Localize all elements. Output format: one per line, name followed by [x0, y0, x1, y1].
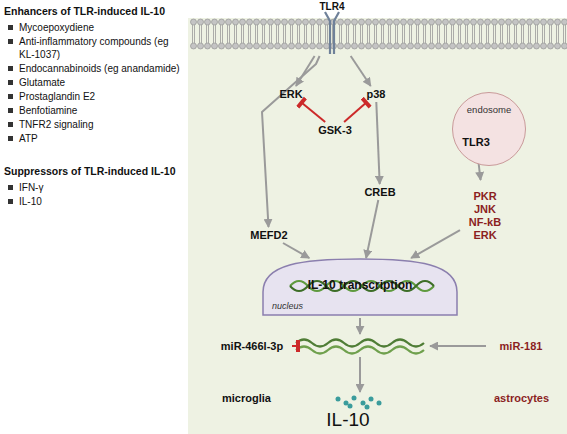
list-text: TNFR2 signaling: [19, 118, 93, 131]
transcription-factor: CREB: [358, 184, 402, 200]
node-text: JNK: [474, 203, 496, 216]
il10-molecules: [336, 396, 382, 410]
node-text: IL-10: [326, 409, 369, 431]
cell-type-label: microglia: [222, 392, 271, 404]
nucleus-dome: IL-10 transcription nucleus: [262, 258, 458, 316]
microrna-label: miR-181: [488, 338, 554, 354]
activation-arrow: [262, 56, 320, 227]
node-text: GSK-3: [318, 124, 352, 137]
list-text: Prostaglandin E2: [19, 90, 95, 103]
node-text: endosome: [467, 103, 511, 116]
enhancement-arrow: [430, 345, 486, 347]
inhibition-line: [292, 345, 299, 347]
list-item: Glutamate: [4, 76, 186, 89]
list-item: Prostaglandin E2: [4, 90, 186, 103]
bullet-square: [8, 39, 13, 44]
microrna-label: miR-466l-3p: [212, 338, 292, 354]
list-text: Mycoepoxydiene: [19, 21, 94, 34]
node-text: IL-10 transcription: [262, 279, 458, 292]
lipid-membrane: [190, 18, 567, 50]
node-text: TLR3: [462, 136, 490, 149]
list-item: ATP: [4, 132, 186, 145]
inhibition-connector: [344, 102, 367, 122]
kinase-label: ERK: [274, 86, 308, 102]
receptor-label: TLR4: [312, 0, 352, 56]
list-heading: Suppressors of TLR-induced IL-10: [4, 165, 186, 178]
node-text: nucleus: [272, 300, 303, 313]
cell-cytoplasm: [188, 18, 567, 434]
kinase-label: p38: [360, 86, 392, 102]
cytokine-label: IL-10: [316, 408, 380, 432]
transcription-factor: MEFD2: [244, 227, 294, 243]
node-text: PKR: [473, 190, 496, 203]
list-item: TNFR2 signaling: [4, 118, 186, 131]
modulator-list: Enhancers of TLR-induced IL-10Mycoepoxyd…: [4, 5, 186, 209]
mrna-strand: [296, 347, 424, 354]
node-text: NF-kB: [469, 216, 501, 229]
inhibition-connector: [301, 102, 325, 122]
list-item: IFN-γ: [4, 181, 186, 194]
tlr4-receptor: [325, 12, 339, 54]
node-text: ERK: [473, 229, 496, 242]
list-text: IL-10: [19, 195, 42, 208]
secretion-arrow: [359, 357, 361, 392]
bullet-square: [8, 25, 13, 30]
bullet-square: [8, 80, 13, 85]
kinase-label: GSK-3: [312, 122, 358, 138]
activation-arrow: [351, 56, 371, 86]
list-text: ATP: [19, 132, 38, 145]
nucleus-shape: [263, 259, 457, 315]
node-text: TLR4: [320, 0, 345, 13]
list-item: Anti-inflammatory compounds (eg KL-1037): [4, 35, 186, 61]
list-heading: Enhancers of TLR-induced IL-10: [4, 5, 186, 18]
node-text: p38: [367, 88, 386, 101]
bullet-square: [8, 185, 13, 190]
bullet-square: [8, 94, 13, 99]
transcription-arrow: [359, 318, 361, 334]
bullet-square: [8, 199, 13, 204]
list-text: Benfotiamine: [19, 104, 77, 117]
activation-arrow: [296, 56, 315, 86]
list-text: Endocannabinoids (eg anandamide): [19, 62, 180, 75]
list-text: Anti-inflammatory compounds (eg KL-1037): [19, 35, 186, 61]
bullet-square: [8, 66, 13, 71]
cell-type-label: astrocytes: [494, 392, 549, 404]
endosome-circle: endosomeTLR3: [452, 92, 526, 166]
activation-arrow: [366, 200, 378, 258]
list-item: Benfotiamine: [4, 104, 186, 117]
list-item: Mycoepoxydiene: [4, 21, 186, 34]
node-text: miR-466l-3p: [221, 340, 283, 353]
activation-arrow: [283, 243, 309, 258]
list-text: IFN-γ: [19, 181, 43, 194]
receptor-label: TLR3: [459, 135, 493, 149]
signaling-group: PKRJNKNF-kBERK: [460, 180, 510, 252]
list-item: Endocannabinoids (eg anandamide): [4, 62, 186, 75]
node-text: MEFD2: [250, 229, 287, 242]
bullet-square: [8, 136, 13, 141]
node-text: miR-181: [500, 340, 543, 353]
activation-arrow: [411, 230, 460, 258]
node-text: ERK: [279, 88, 302, 101]
bullet-square: [8, 122, 13, 127]
node-text: CREB: [364, 186, 395, 199]
list-text: Glutamate: [19, 76, 65, 89]
activation-arrow: [376, 102, 379, 184]
mrna-strand: [296, 340, 424, 347]
list-item: IL-10: [4, 195, 186, 208]
bullet-square: [8, 108, 13, 113]
